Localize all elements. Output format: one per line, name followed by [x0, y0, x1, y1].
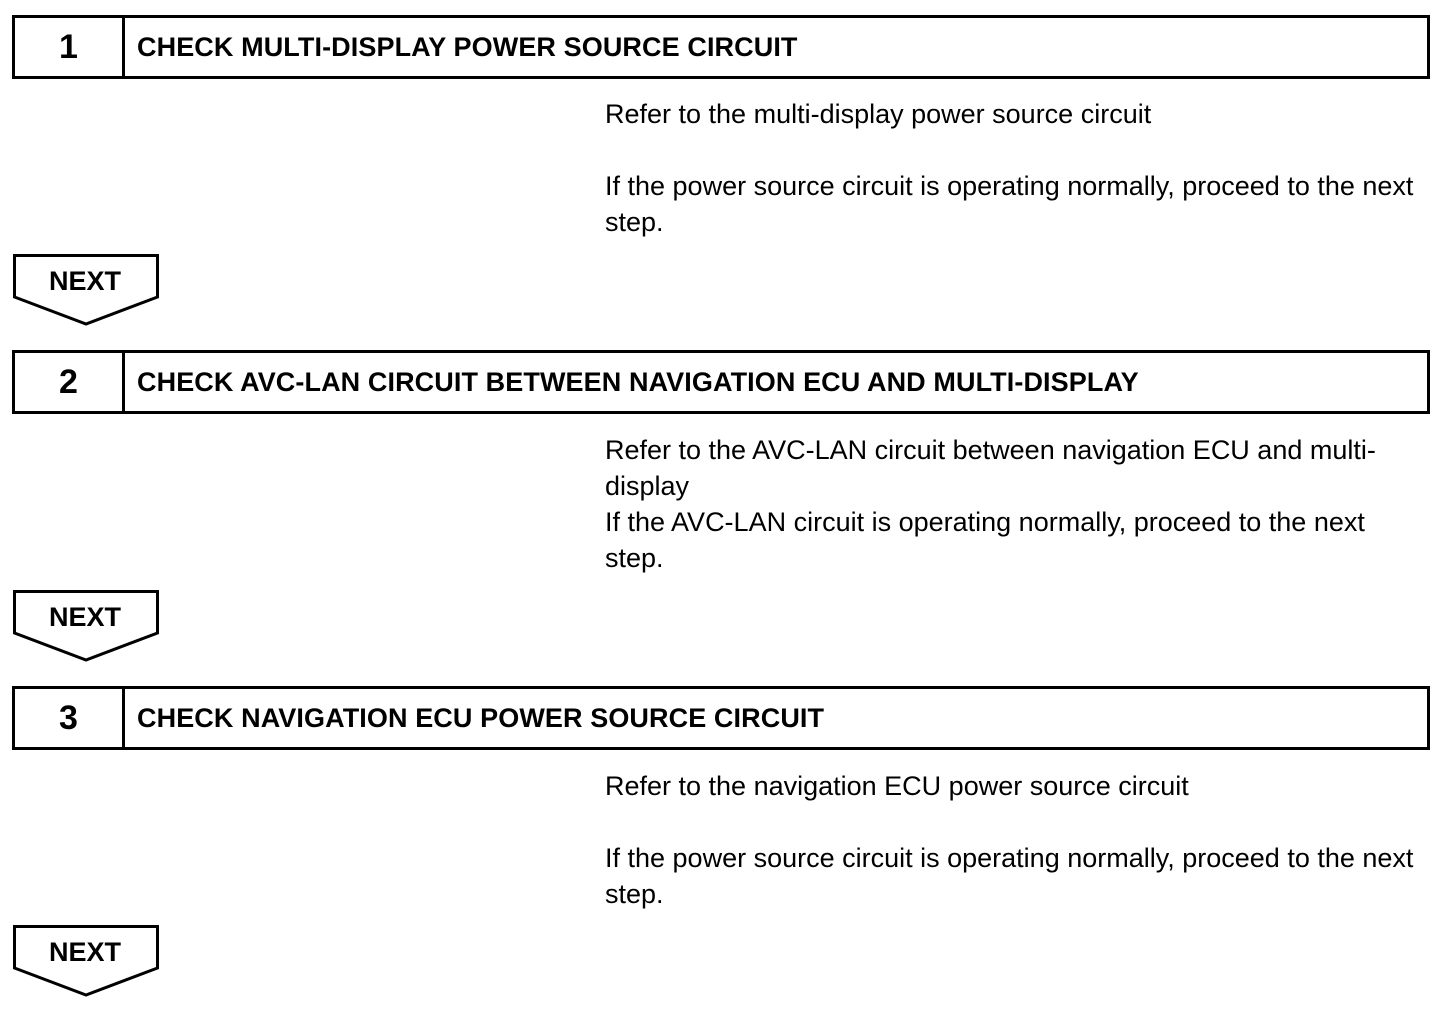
- step-instruction: Refer to the navigation ECU power source…: [605, 771, 1189, 801]
- step-number: 1: [15, 18, 125, 76]
- step-3-body: Refer to the navigation ECU power source…: [605, 768, 1415, 912]
- step-3-header: 3 CHECK NAVIGATION ECU POWER SOURCE CIRC…: [12, 686, 1430, 750]
- next-arrow-icon: [13, 590, 159, 662]
- step-number: 2: [15, 353, 125, 411]
- step-title: CHECK AVC-LAN CIRCUIT BETWEEN NAVIGATION…: [137, 366, 1139, 397]
- step-title: CHECK NAVIGATION ECU POWER SOURCE CIRCUI…: [137, 702, 825, 733]
- step-2-body: Refer to the AVC-LAN circuit between nav…: [605, 432, 1415, 576]
- next-arrow-icon: [13, 925, 159, 997]
- step-instruction: Refer to the AVC-LAN circuit between nav…: [605, 435, 1376, 501]
- next-button-label: NEXT: [48, 602, 121, 632]
- next-button[interactable]: NEXT: [13, 590, 159, 664]
- step-result: If the power source circuit is operating…: [605, 843, 1414, 909]
- step-2-header: 2 CHECK AVC-LAN CIRCUIT BETWEEN NAVIGATI…: [12, 350, 1430, 414]
- next-arrow-icon: [13, 254, 159, 326]
- step-instruction: Refer to the multi-display power source …: [605, 99, 1152, 129]
- step-number: 3: [15, 689, 125, 747]
- step-1-header: 1 CHECK MULTI-DISPLAY POWER SOURCE CIRCU…: [12, 15, 1430, 79]
- step-1-body: Refer to the multi-display power source …: [605, 96, 1415, 240]
- step-title: CHECK MULTI-DISPLAY POWER SOURCE CIRCUIT: [137, 31, 798, 62]
- next-button[interactable]: NEXT: [13, 254, 159, 328]
- next-button-label: NEXT: [48, 266, 121, 296]
- next-button[interactable]: NEXT: [13, 925, 159, 999]
- next-button-label: NEXT: [48, 937, 121, 967]
- step-result: If the AVC-LAN circuit is operating norm…: [605, 507, 1365, 573]
- step-result: If the power source circuit is operating…: [605, 171, 1414, 237]
